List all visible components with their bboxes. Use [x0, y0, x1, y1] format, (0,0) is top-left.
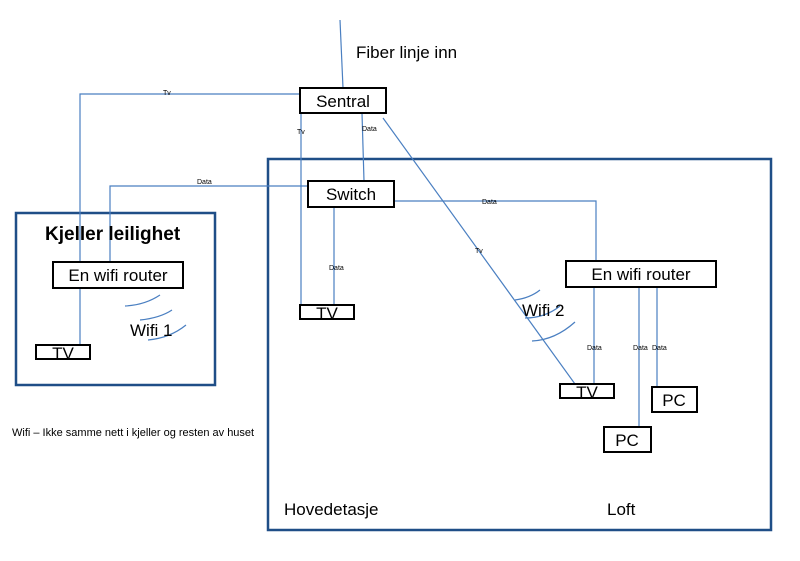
wifi1-waves: [124, 294, 187, 341]
central-label: Sentral: [316, 92, 370, 111]
main-floor-region: [266, 157, 773, 532]
edge-label: Data: [633, 345, 648, 352]
loft-router-label: En wifi router: [591, 265, 691, 284]
wifi-note: Wifi – Ikke samme nett i kjeller og rest…: [12, 427, 254, 439]
main-tv-label: TV: [316, 304, 338, 323]
wifi1-label: Wifi 1: [130, 321, 173, 340]
fiber-in-label: Fiber linje inn: [356, 43, 457, 62]
edge-label: Tv: [163, 90, 171, 97]
edge-label: Data: [362, 126, 377, 133]
loft-tv-node: TV: [559, 383, 615, 402]
main-floor-label: Hovedetasje: [284, 500, 379, 519]
wifi-wave: [531, 321, 576, 342]
central-node: Sentral: [299, 87, 387, 114]
basement-router-label: En wifi router: [68, 266, 168, 285]
switch-node: Switch: [307, 180, 395, 208]
basement-title: Kjeller leilighet: [45, 224, 181, 245]
pc-bottom-node: PC: [603, 426, 652, 453]
wifi-wave: [139, 309, 173, 321]
edge-label: Data: [652, 345, 667, 352]
wifi-wave: [124, 294, 161, 307]
loft-tv-label: TV: [576, 383, 598, 402]
data-line-central-switch: [361, 112, 365, 182]
wifi2-waves: [514, 289, 576, 342]
pc-top-label: PC: [662, 391, 686, 410]
edge-label: Data: [329, 265, 344, 272]
data-line-switch-basement: [109, 185, 308, 262]
edge-label: Data: [482, 199, 497, 206]
edge-label: Data: [197, 179, 212, 186]
wifi-wave: [147, 324, 187, 341]
tv-line-central-basement: [79, 93, 300, 262]
pc-bottom-label: PC: [615, 431, 639, 450]
wifi2-label: Wifi 2: [522, 301, 565, 320]
wifi-wave: [514, 289, 541, 301]
pc-top-node: PC: [651, 386, 698, 413]
edge-label: Data: [587, 345, 602, 352]
switch-label: Switch: [326, 185, 376, 204]
wifi-wave: [524, 305, 561, 319]
basement-tv-label: TV: [52, 344, 74, 363]
loft-label: Loft: [607, 500, 636, 519]
basement-region: [14, 211, 217, 387]
fiber-line: [339, 19, 344, 89]
basement-tv-node: TV: [35, 344, 91, 363]
main-tv-node: TV: [299, 304, 355, 323]
edge-label: Tv: [475, 248, 483, 255]
basement-router-node: En wifi router: [52, 261, 184, 289]
edge-label: Tv: [297, 129, 305, 136]
data-line-switch-loft: [394, 200, 597, 262]
loft-router-node: En wifi router: [565, 260, 717, 288]
